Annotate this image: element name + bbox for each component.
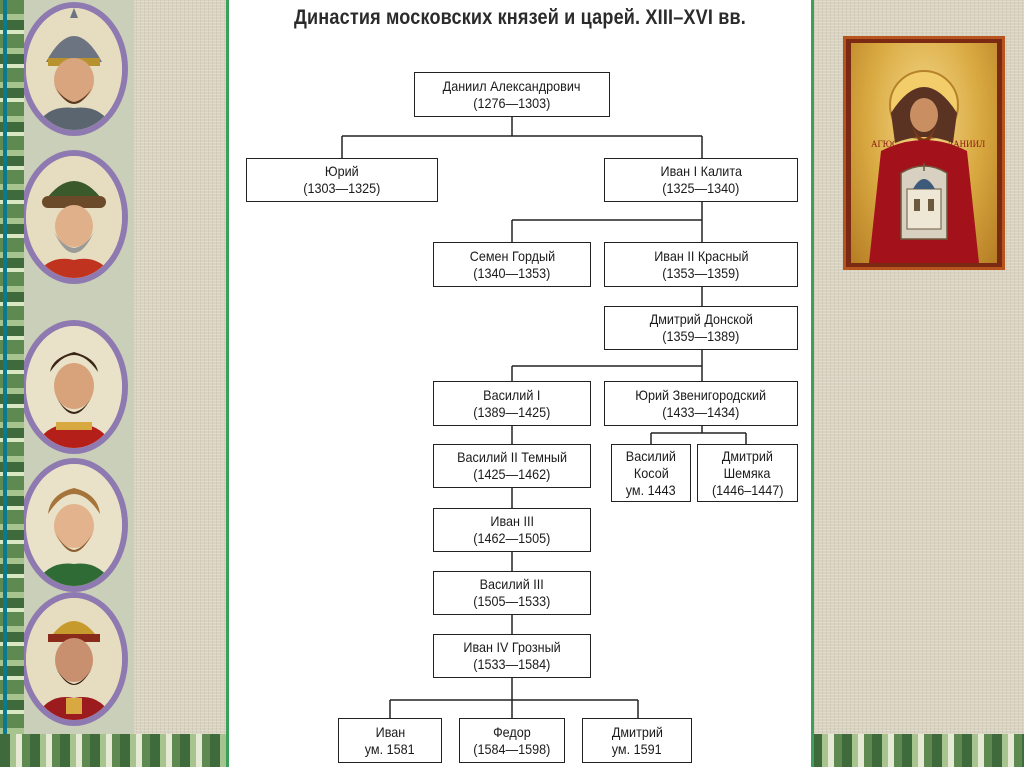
node-dmitry-shemyaka-line2: Шемяка: [724, 464, 771, 481]
node-daniil: Даниил Александрович (1276—1303): [414, 72, 610, 117]
node-ivan2: Иван II Красный (1353—1359): [604, 242, 798, 287]
node-ivan-son-name: Иван: [375, 723, 405, 740]
node-ivan1-years: (1325—1340): [662, 180, 740, 196]
icon-inscription-left: АГЮС: [871, 139, 898, 149]
node-yuri-zven-years: (1433—1434): [662, 403, 740, 420]
node-dmitry-shemyaka-line1: Дмитрий: [721, 447, 774, 464]
portrait-column: [16, 0, 134, 740]
node-dmitry-son: Дмитрий ум. 1591: [582, 718, 692, 763]
panel-edge-left: [226, 0, 229, 767]
node-vasily2: Василий II Темный (1425—1462): [433, 444, 591, 488]
node-fedor-name: Федор: [493, 723, 531, 740]
left-border-stripe: [3, 0, 7, 767]
node-vasily-kosoy-line1: Василий: [625, 447, 677, 464]
node-semen-years: (1340—1353): [473, 264, 551, 281]
node-vasily3-years: (1505—1533): [473, 593, 551, 609]
node-ivan2-name: Иван II Красный: [653, 247, 749, 264]
node-fedor-years: (1584—1598): [473, 740, 551, 757]
icon-inscription-right: ДАНИИЛ: [947, 139, 985, 149]
portrait-bearded-prince: [20, 320, 128, 454]
node-semen-name: Семен Гордый: [469, 247, 555, 264]
node-vasily1: Василий I (1389—1425): [433, 381, 591, 426]
node-ivan4-name: Иван IV Грозный: [463, 639, 561, 655]
node-ivan3-years: (1462—1505): [473, 530, 551, 546]
node-ivan2-years: (1353—1359): [662, 264, 740, 281]
portrait-helmeted-prince: [20, 2, 128, 136]
node-dmitry-donskoy: Дмитрий Донской (1359—1389): [604, 306, 798, 350]
node-ivan-son: Иван ум. 1581: [338, 718, 442, 763]
node-vasily-kosoy-line2: Косой: [633, 464, 669, 481]
panel-edge-right: [811, 0, 814, 767]
saint-daniil-icon: АГЮС ДАНИИЛ: [869, 70, 985, 263]
node-dmitry-donskoy-years: (1359—1389): [662, 328, 740, 344]
node-ivan1: Иван I Калита (1325—1340): [604, 158, 798, 202]
node-yuri: Юрий (1303—1325): [246, 158, 438, 202]
node-ivan-son-years: ум. 1581: [365, 740, 415, 757]
bottom-ornament-left: [0, 734, 228, 767]
node-vasily1-name: Василий I: [483, 386, 541, 403]
node-yuri-zven-name: Юрий Звенигородский: [635, 386, 767, 403]
node-ivan1-name: Иван I Калита: [660, 163, 742, 179]
node-yuri-name: Юрий: [325, 163, 359, 179]
node-yuri-years: (1303—1325): [303, 180, 381, 196]
node-ivan4-years: (1533—1584): [473, 656, 551, 672]
node-dmitry-shemyaka-line3: (1446–1447): [711, 481, 784, 498]
node-daniil-name: Даниил Александрович: [443, 77, 581, 94]
node-vasily1-years: (1389—1425): [473, 403, 551, 420]
node-ivan3-name: Иван III: [490, 513, 534, 529]
node-dmitry-shemyaka: Дмитрий Шемяка (1446–1447): [697, 444, 798, 502]
node-fedor: Федор (1584—1598): [459, 718, 565, 763]
node-vasily-kosoy-line3: ум. 1443: [626, 481, 676, 498]
node-vasily3-name: Василий III: [479, 576, 545, 592]
node-vasily-kosoy: Василий Косой ум. 1443: [611, 444, 691, 502]
node-vasily2-years: (1425—1462): [473, 466, 551, 482]
node-daniil-years: (1276—1303): [473, 94, 551, 111]
node-vasily2-name: Василий II Темный: [457, 449, 567, 465]
node-dmitry-son-years: ум. 1591: [612, 740, 662, 757]
bottom-ornament-right: [812, 734, 1024, 767]
node-dmitry-son-name: Дмитрий: [611, 723, 663, 740]
node-ivan4: Иван IV Грозный (1533—1584): [433, 634, 591, 678]
node-semen: Семен Гордый (1340—1353): [433, 242, 591, 287]
node-vasily3: Василий III (1505—1533): [433, 571, 591, 615]
diagram-title: Династия московских князей и царей. XIII…: [293, 6, 746, 29]
node-dmitry-donskoy-name: Дмитрий Донской: [649, 311, 753, 327]
node-yuri-zvenigorodsky: Юрий Звенигородский (1433—1434): [604, 381, 798, 426]
node-ivan3: Иван III (1462—1505): [433, 508, 591, 552]
linen-background-left: [128, 0, 228, 767]
